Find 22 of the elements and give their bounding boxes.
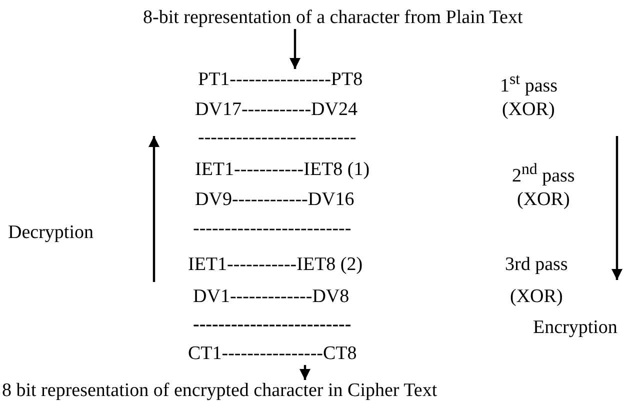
arrow <box>300 365 310 380</box>
pass-label: 1$^{st}$ pass <box>500 70 558 98</box>
bit-row: IET1-----------IET8 (1) <box>195 159 370 181</box>
bit-row: CT1----------------CT8 <box>188 343 357 365</box>
arrow <box>290 29 300 69</box>
bit-row: IET1-----------IET8 (2) <box>188 254 363 276</box>
direction-label: Encryption <box>533 317 618 339</box>
pass-label: 3rd pass <box>505 254 568 276</box>
bit-row: PT1----------------PT8 <box>198 69 363 91</box>
separator-line: ------------------------- <box>193 314 352 336</box>
bit-row: DV1-------------DV8 <box>193 286 350 308</box>
direction-label: Decryption <box>8 222 94 244</box>
pass-label: 2$^{nd}$ pass <box>512 160 575 188</box>
operation-label: (XOR) <box>517 189 570 211</box>
bit-row: DV9------------DV16 <box>195 189 354 211</box>
input-caption: 8-bit representation of a character from Plain Text <box>143 7 523 29</box>
operation-label: (XOR) <box>502 99 555 121</box>
output-caption: 8 bit representation of encrypted character in Cipher Text <box>2 380 438 402</box>
operation-label: (XOR) <box>510 286 563 308</box>
separator-line: ------------------------- <box>198 127 356 149</box>
bit-row: DV17-----------DV24 <box>195 99 358 121</box>
separator-line: ------------------------- <box>193 218 352 240</box>
